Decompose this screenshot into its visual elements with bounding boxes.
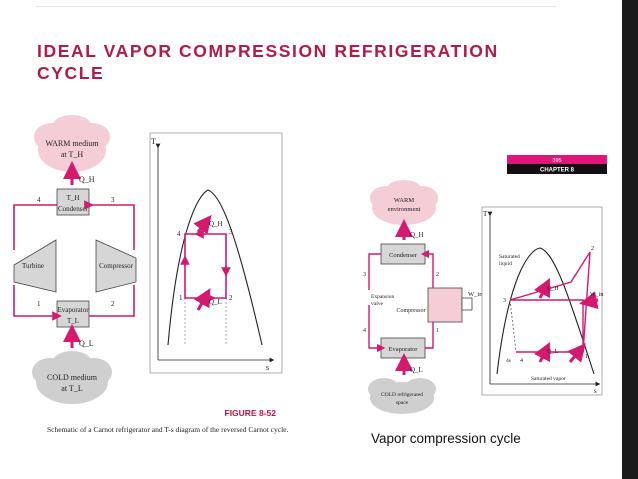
saturation-dome-right (496, 247, 595, 375)
state-4-right: 4 (363, 328, 366, 334)
ts-state-4-left: 4 (177, 230, 181, 238)
expansion-valve-line2: valve (371, 301, 383, 307)
warm-environment-line2: environment (388, 206, 421, 213)
evaporator-label-right: Evaporator (389, 346, 419, 353)
turbine-label: Turbine (22, 262, 44, 270)
cold-medium-label: COLD medium (47, 373, 98, 382)
qh-label-right: Q_H (410, 231, 424, 239)
ts-state-3-left: 3 (229, 228, 233, 236)
ts-ql-left: Q_L (209, 298, 222, 306)
qh-label: Q_H (79, 175, 95, 184)
condenser-label-right: Condenser (389, 252, 418, 259)
state-1-left: 1 (37, 300, 41, 308)
win-label-right: W_in (468, 291, 483, 298)
warm-environment-line1: WARM (394, 197, 414, 204)
warm-medium-label: WARM medium (45, 139, 99, 148)
ts-state-2-right: 2 (591, 246, 594, 252)
ql-label: Q_L (79, 339, 94, 348)
ts-win-right: W_in (590, 292, 603, 298)
refrigerant-loop-right (368, 249, 434, 353)
ts-qh-left: Q_H (209, 220, 223, 228)
figure-caption: Schematic of a Carnot refrigerator and T… (47, 425, 288, 434)
refrigerant-loop (13, 200, 135, 321)
saturated-liquid-line1: Saturated (499, 254, 520, 260)
ts-state-4-right: 4 (520, 358, 523, 364)
warm-environment-cloud (370, 180, 438, 225)
ts-qh-right: Q_H (547, 286, 559, 292)
warm-medium-cloud (34, 115, 110, 172)
ts-state-1-right: 1 (585, 354, 588, 360)
slide-title: IDEAL VAPOR COMPRESSION REFRIGERATION CY… (37, 41, 499, 83)
compressor-shape (95, 239, 137, 293)
condenser-temp: T_H (67, 194, 80, 202)
warm-medium-temp: at T_H (61, 150, 84, 159)
slide-edge-bar (622, 0, 638, 479)
ts-state-3-right: 3 (503, 298, 506, 304)
state-2-left: 2 (111, 300, 115, 308)
chapter-page-number: 395 (552, 158, 561, 164)
ts-diagram-right (481, 206, 603, 396)
cold-space-line2: space (396, 400, 409, 406)
evaporator-label: Evaporator (57, 306, 89, 314)
evaporator-temp: T_L (67, 317, 79, 325)
compressor-label-right: Compressor (397, 308, 426, 314)
compressor-box-right (427, 287, 463, 323)
cold-medium-temp: at T_L (61, 384, 83, 393)
ts-ql-right: Q_L (547, 349, 558, 355)
cold-medium-cloud (32, 351, 112, 404)
cold-space-cloud (368, 378, 436, 414)
axis-t-right: T (483, 210, 488, 218)
saturated-liquid-line2: liquid (499, 261, 512, 267)
compressor-shaft (461, 297, 473, 311)
top-rule (36, 6, 556, 7)
ts-state-2-left: 2 (229, 294, 233, 302)
ts-state-1-left: 1 (179, 294, 183, 302)
figure-caption-right: Vapor compression cycle (371, 431, 521, 446)
cold-space-line1: COLD refrigerated (381, 391, 423, 398)
ts-diagram-left (149, 132, 283, 374)
condenser-label: Condenser (58, 205, 89, 213)
state-4-left: 4 (37, 196, 41, 204)
chapter-banner-magenta (507, 155, 607, 164)
figure-number: FIGURE 8-52 (225, 408, 277, 418)
state-3-left: 3 (111, 196, 115, 204)
ql-label-right: Q_L (410, 366, 423, 374)
chapter-banner-black (507, 164, 607, 174)
state-3-right: 3 (363, 272, 366, 278)
state-1-right: 1 (436, 328, 439, 334)
turbine-shape (13, 239, 57, 293)
expansion-valve-line1: Expansion (371, 294, 394, 300)
state-2-right: 2 (436, 272, 439, 278)
axis-s-right: s (594, 387, 597, 395)
ts-state-4s-right: 4s (506, 358, 511, 364)
saturated-vapor-label: Saturated vapor (531, 376, 566, 382)
chapter-label: CHAPTER 8 (540, 168, 575, 174)
axis-s-left: s (266, 363, 269, 372)
axis-t-left: T (151, 137, 156, 146)
compressor-label: Compressor (99, 262, 134, 270)
saturation-dome-left (167, 189, 263, 346)
